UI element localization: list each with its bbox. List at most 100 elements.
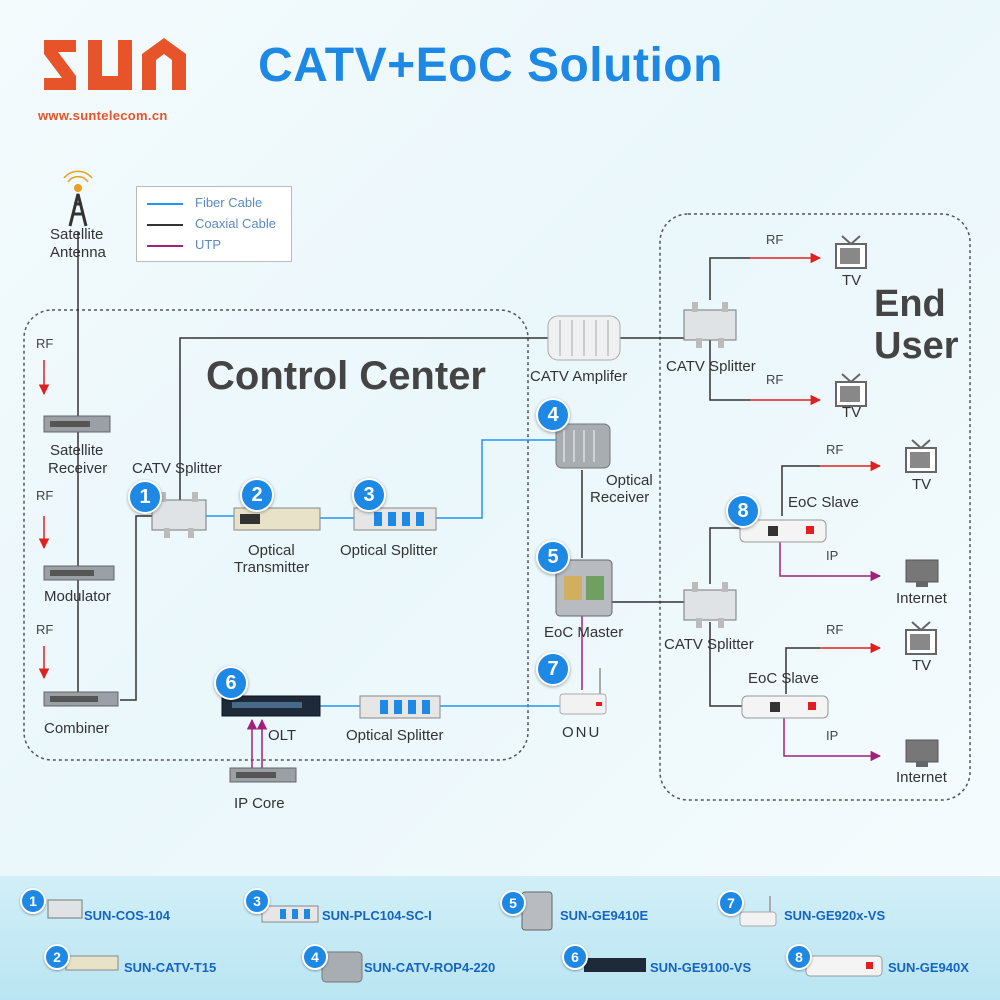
- legend: Fiber Cable Coaxial Cable UTP: [136, 186, 292, 262]
- end-user-title-line1: End: [874, 283, 946, 325]
- page-title: CATV+EoC Solution: [258, 39, 723, 92]
- catv-splitter-mid-icon: [683, 582, 737, 628]
- model-legend-bar: 1 SUN-COS-104 2 SUN-CATV-T15 3 SUN-PLC10…: [0, 876, 1000, 1000]
- optical-splitter-2-icon: [359, 695, 441, 719]
- model-badge-8: 8: [786, 944, 812, 970]
- optical-splitter-1-icon: [353, 507, 437, 531]
- satellite-antenna-label-1: Satellite: [50, 226, 104, 243]
- rf-label: RF: [766, 372, 784, 387]
- eoc-master-label: EoC Master: [544, 624, 624, 641]
- logo-url[interactable]: www.suntelecom.cn: [38, 108, 168, 123]
- catv-splitter-mid-label: CATV Splitter: [664, 636, 754, 653]
- model-badge-6: 6: [562, 944, 588, 970]
- optical-receiver-icon: [555, 423, 611, 469]
- model-name-2: SUN-CATV-T15: [124, 960, 217, 975]
- optical-receiver-label-2: Receiver: [590, 489, 650, 506]
- onu-label: ONU: [562, 724, 602, 741]
- internet-label-2: Internet: [896, 769, 947, 786]
- model-name-1: SUN-COS-104: [84, 908, 170, 923]
- model-name-8: SUN-GE940X: [888, 960, 969, 975]
- satellite-antenna-icon: [63, 170, 93, 227]
- optical-receiver-label-1: Optical: [606, 472, 653, 489]
- model-4-thumb: [321, 951, 363, 983]
- model-badge-5: 5: [500, 890, 526, 916]
- model-1-thumb: [47, 899, 83, 919]
- control-center-title: Control Center: [206, 354, 486, 398]
- badge-1: 1: [128, 480, 162, 514]
- sun-logo: [36, 30, 196, 105]
- internet-monitor-icon: [905, 559, 939, 587]
- combiner-icon: [43, 691, 119, 707]
- eoc-slave-2-label: EoC Slave: [748, 670, 819, 687]
- internet-label-1: Internet: [896, 590, 947, 607]
- end-user-region: [659, 213, 971, 801]
- ip-label: IP: [826, 548, 839, 563]
- model-6-thumb: [584, 958, 646, 972]
- model-3-thumb: [261, 905, 319, 923]
- badge-4: 4: [536, 398, 570, 432]
- satellite-receiver-icon: [43, 415, 111, 433]
- rf-label: RF: [36, 488, 54, 503]
- end-user-title-line2: User: [874, 325, 959, 367]
- satellite-receiver-label-2: Receiver: [48, 460, 108, 477]
- catv-splitter-top-icon: [683, 302, 737, 348]
- badge-7: 7: [536, 652, 570, 686]
- satellite-antenna-label-2: Antenna: [50, 244, 106, 261]
- model-2-thumb: [65, 955, 119, 971]
- ip-core-icon: [229, 767, 297, 783]
- control-center-region: [23, 309, 529, 761]
- model-name-6: SUN-GE9100-VS: [650, 960, 752, 975]
- internet-monitor-icon: [905, 739, 939, 767]
- catv-splitter-cc-label: CATV Splitter: [132, 460, 222, 477]
- model-8-thumb: [805, 955, 883, 977]
- model-name-5: SUN-GE9410E: [560, 908, 649, 923]
- satellite-receiver-label-1: Satellite: [50, 442, 104, 459]
- optical-transmitter-label-1: Optical: [248, 542, 295, 559]
- model-name-3: SUN-PLC104-SC-I: [322, 908, 432, 923]
- rf-label: RF: [766, 232, 784, 247]
- rf-label: RF: [36, 336, 54, 351]
- badge-2: 2: [240, 478, 274, 512]
- model-badge-1: 1: [20, 888, 46, 914]
- optical-transmitter-icon: [233, 507, 321, 531]
- olt-icon: [221, 695, 321, 717]
- modulator-icon: [43, 565, 115, 581]
- catv-amplifier-icon: [547, 315, 621, 361]
- tv-label-1: TV: [842, 272, 862, 289]
- eoc-slave-2-icon: [741, 695, 829, 719]
- tv-icon: [835, 373, 867, 407]
- rf-label: RF: [36, 622, 54, 637]
- badge-8: 8: [726, 494, 760, 528]
- modulator-label: Modulator: [44, 588, 111, 605]
- tv-icon: [905, 621, 937, 655]
- optical-transmitter-label-2: Transmitter: [234, 559, 310, 576]
- onu-icon: [559, 668, 607, 715]
- eoc-master-icon: [555, 559, 613, 617]
- tv-label-2: TV: [842, 404, 862, 421]
- eoc-slave-1-icon: [739, 519, 827, 543]
- tv-label-4: TV: [912, 657, 932, 674]
- tv-icon: [835, 235, 867, 269]
- model-5-thumb: [521, 891, 553, 931]
- badge-3: 3: [352, 478, 386, 512]
- optical-splitter-1-label: Optical Splitter: [340, 542, 438, 559]
- badge-5: 5: [536, 540, 570, 574]
- model-badge-2: 2: [44, 944, 70, 970]
- ip-core-label: IP Core: [234, 795, 285, 812]
- model-thumbnails: [47, 891, 883, 983]
- catv-splitter-top-label: CATV Splitter: [666, 358, 756, 375]
- model-7-thumb: [739, 896, 777, 927]
- model-name-4: SUN-CATV-ROP4-220: [364, 960, 496, 975]
- eoc-slave-1-label: EoC Slave: [788, 494, 859, 511]
- ip-label: IP: [826, 728, 839, 743]
- model-badge-3: 3: [244, 888, 270, 914]
- model-name-7: SUN-GE920x-VS: [784, 908, 886, 923]
- catv-splitter-cc-icon: [151, 492, 207, 538]
- combiner-label: Combiner: [44, 720, 110, 737]
- rf-label: RF: [826, 442, 844, 457]
- model-badge-7: 7: [718, 890, 744, 916]
- badge-6: 6: [214, 666, 248, 700]
- rf-label: RF: [826, 622, 844, 637]
- catv-amplifier-label: CATV Amplifer: [530, 368, 628, 385]
